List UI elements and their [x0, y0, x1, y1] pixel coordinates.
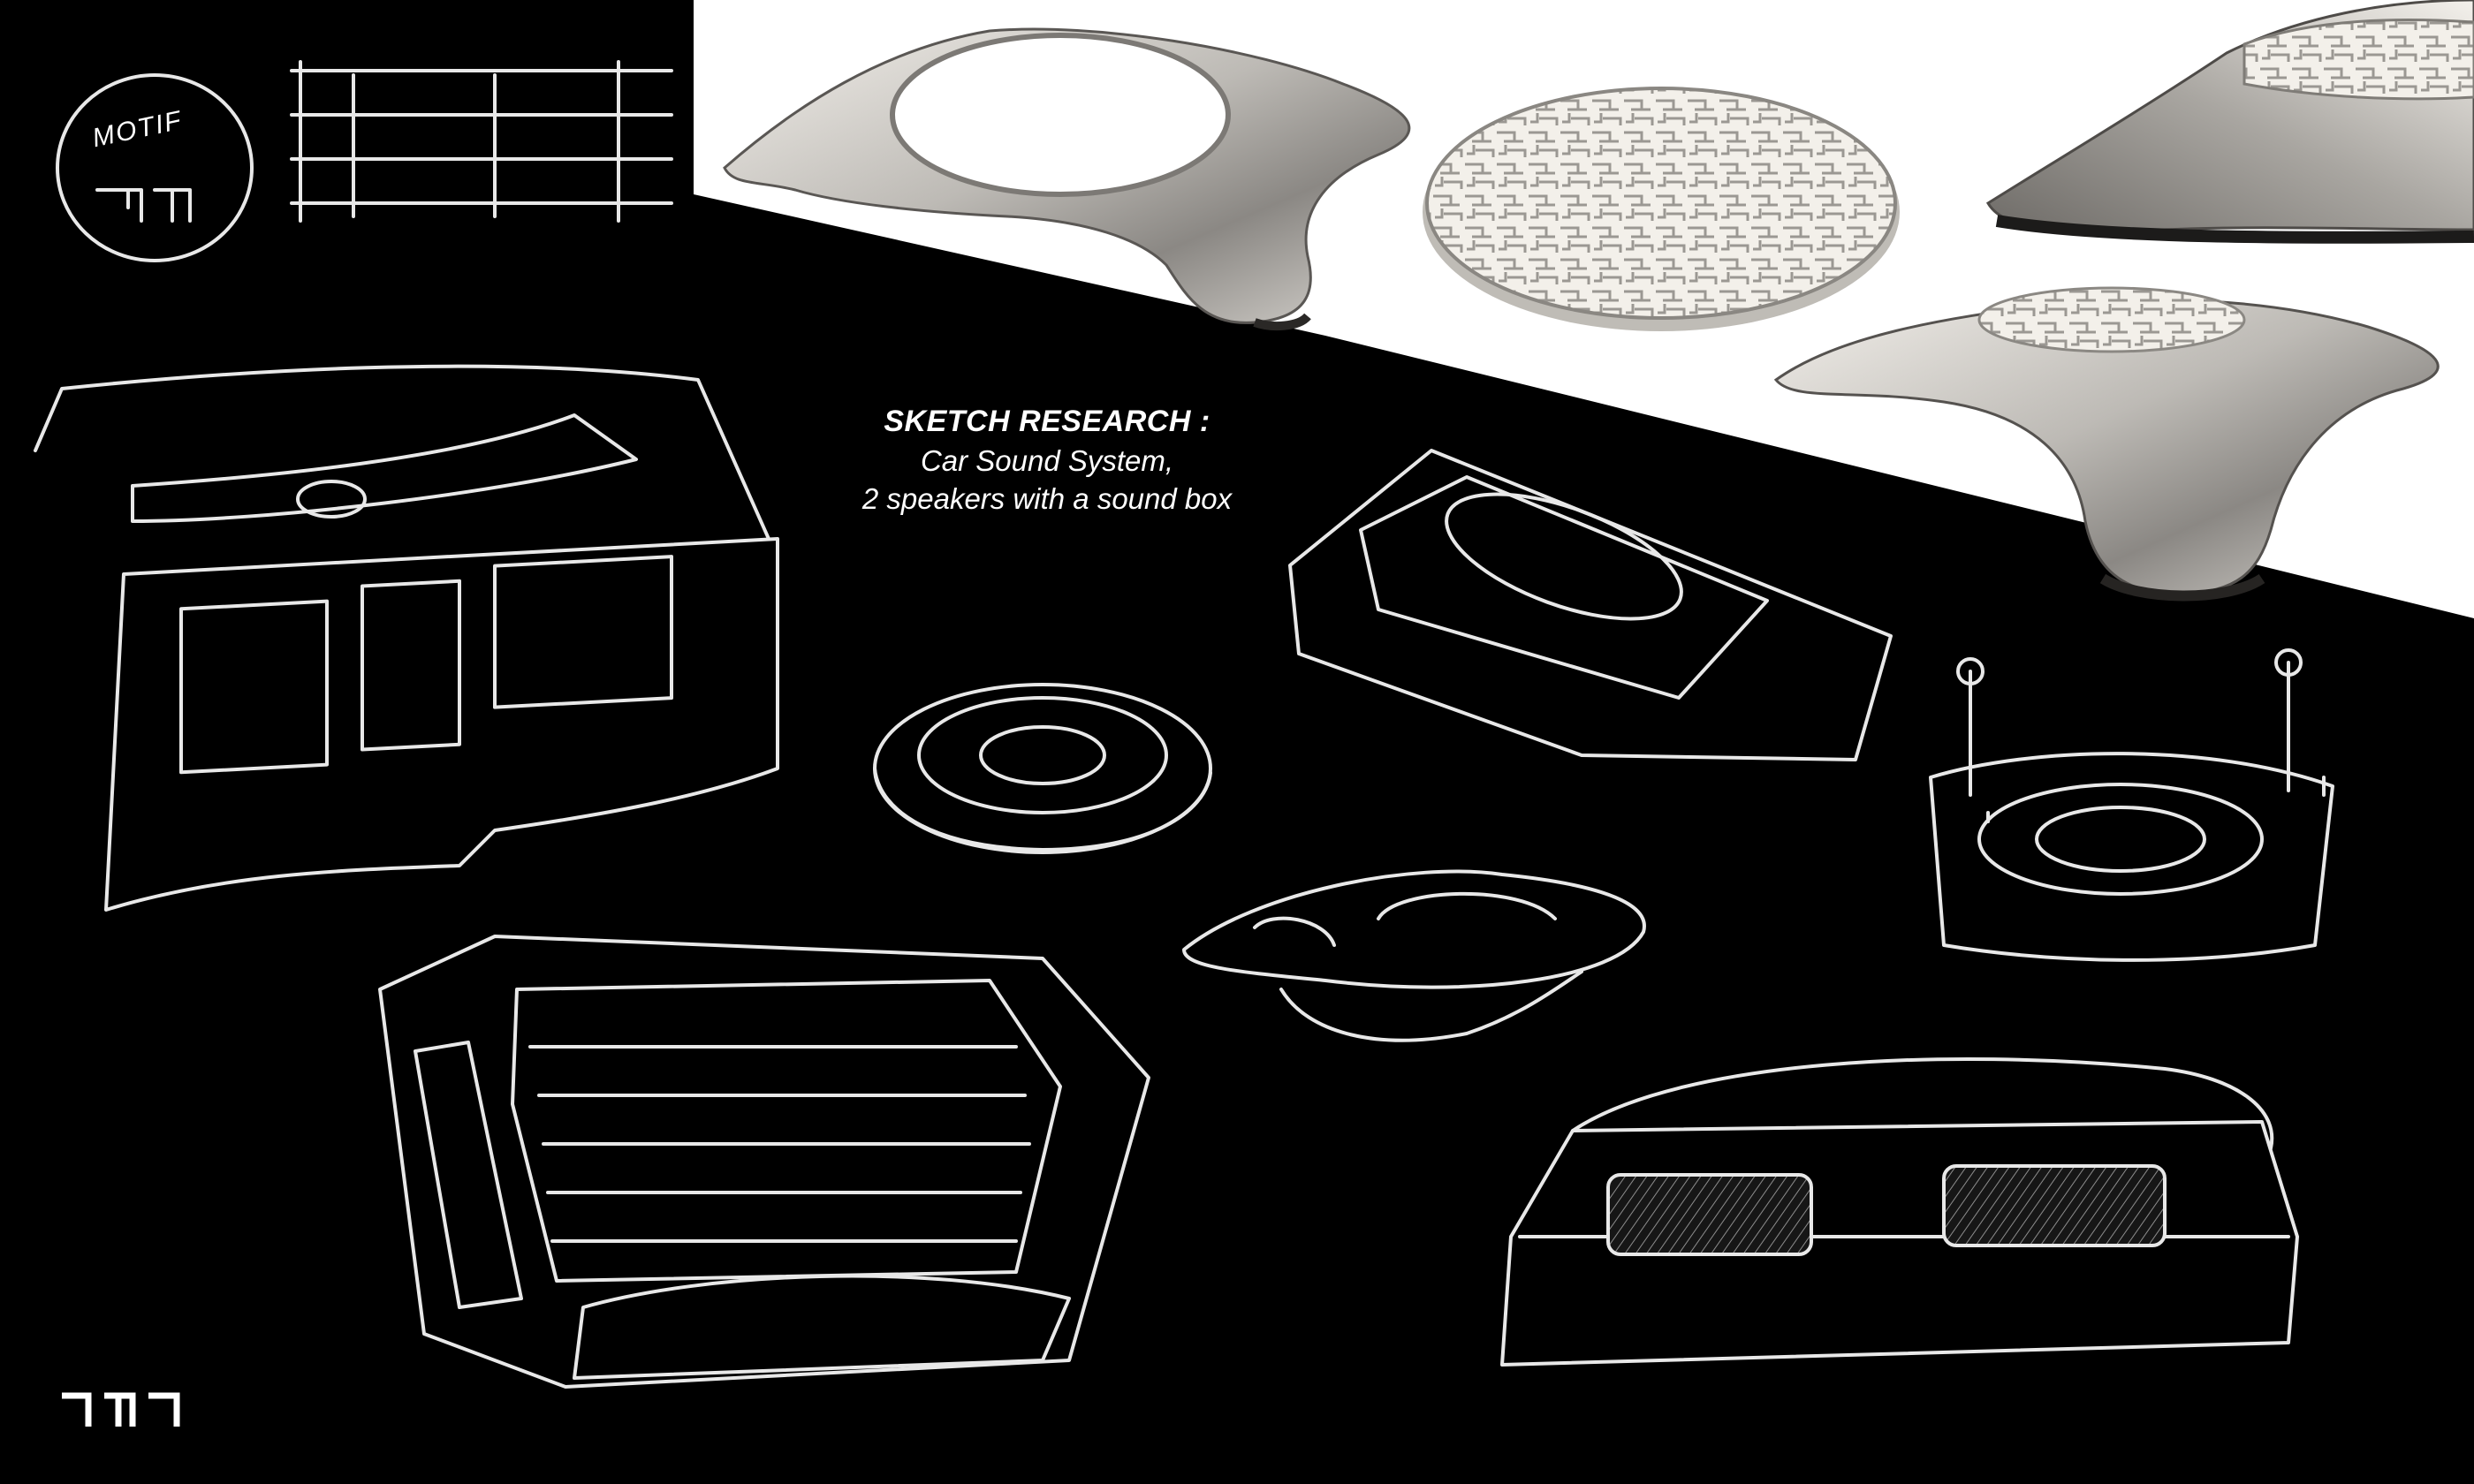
- sketch-motif-badge: [56, 60, 673, 262]
- jmc-monogram-icon: [62, 1392, 180, 1427]
- sketch-caption: SKETCH RESEARCH : Car Sound System, 2 sp…: [800, 402, 1294, 519]
- sketch-sound-box-window-left: [1606, 1173, 1813, 1256]
- sketch-bolt-mounted-speaker: [1929, 648, 2334, 962]
- sketch-grille-speaker-box: [378, 935, 1150, 1389]
- sketch-sound-box-window-right: [1942, 1164, 2167, 1247]
- render-tweeter-pod: [1773, 286, 2440, 602]
- caption-line-1: Car Sound System,: [920, 443, 1174, 477]
- render-speaker-bezel: [723, 27, 1411, 330]
- sketch-saucer-speaker: [1182, 869, 1646, 1042]
- sketch-van-hatch: [34, 364, 779, 912]
- sketch-round-speaker: [873, 683, 1212, 854]
- sketch-speaker-box-top: [1288, 449, 1893, 761]
- caption-line-2: 2 speakers with a sound box: [861, 482, 1233, 516]
- render-fret-grille: [1423, 87, 1900, 331]
- caption-title: SKETCH RESEARCH :: [884, 405, 1210, 438]
